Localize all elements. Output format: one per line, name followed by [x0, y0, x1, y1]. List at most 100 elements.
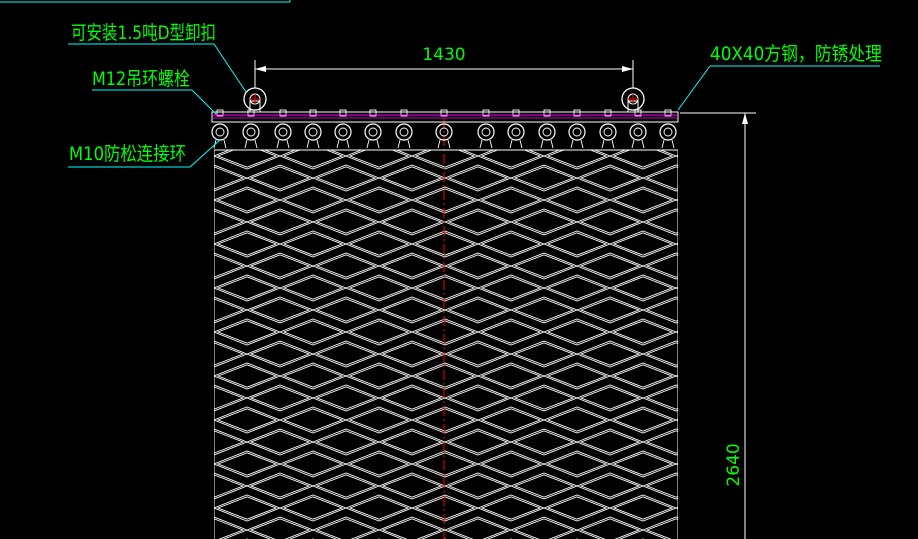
mesh-diamond	[344, 318, 414, 346]
mesh-diamond	[414, 232, 476, 256]
mesh-diamond	[410, 406, 480, 434]
mesh-diamond	[480, 232, 542, 256]
mesh-diamond	[282, 320, 344, 344]
mesh-diamond	[216, 408, 278, 432]
mesh-diamond	[645, 430, 678, 454]
mesh-diamond	[509, 296, 579, 324]
connection-ring	[304, 109, 322, 149]
mesh-diamond	[742, 363, 808, 389]
mesh-diamond	[282, 150, 344, 168]
mesh-diamond	[249, 254, 311, 278]
mesh-diamond	[476, 274, 546, 302]
mesh-diamond	[645, 166, 678, 190]
mesh-diamond	[216, 188, 278, 212]
leader-ring	[68, 139, 221, 168]
mesh-diamond	[509, 472, 579, 500]
mesh-diamond	[348, 452, 410, 476]
mesh-diamond	[245, 384, 315, 412]
mesh-diamond	[381, 166, 443, 190]
mesh-diamond	[709, 297, 775, 323]
mesh-diamond	[742, 319, 808, 345]
mesh-diamond	[680, 145, 738, 167]
mesh-diamond	[612, 496, 674, 520]
mesh-diamond	[542, 362, 612, 390]
dimension-width	[254, 60, 634, 88]
mesh-diamond	[311, 472, 381, 500]
mesh-diamond	[680, 365, 738, 387]
mesh-diamond	[608, 406, 678, 434]
mesh-diamond	[542, 318, 612, 346]
mesh-diamond	[645, 254, 678, 278]
mesh-diamond	[443, 340, 513, 368]
mesh-diamond	[742, 275, 808, 301]
mesh-diamond	[344, 274, 414, 302]
mesh-diamond	[542, 230, 612, 258]
mesh-diamond	[546, 452, 608, 476]
mesh-diamond	[447, 474, 509, 498]
mesh-diamond	[381, 298, 443, 322]
mesh-diamond	[348, 150, 410, 168]
mesh-diamond	[344, 406, 414, 434]
mesh-diamond	[410, 362, 480, 390]
mesh-diamond	[509, 428, 579, 456]
mesh-diamond	[612, 408, 674, 432]
mesh-diamond	[608, 362, 678, 390]
mesh-diamond	[709, 165, 775, 191]
mesh-diamond	[612, 276, 674, 300]
mesh-diamond	[746, 145, 804, 167]
connection-ring	[538, 109, 556, 149]
mesh-diamond	[480, 150, 542, 168]
mesh-diamond	[476, 318, 546, 346]
mesh-diamond	[282, 408, 344, 432]
mesh-diamond	[381, 386, 443, 410]
leader-shackle	[68, 43, 247, 93]
mesh-diamond	[249, 518, 311, 539]
mesh-diamond	[476, 150, 546, 170]
mesh-diamond	[645, 518, 678, 539]
mesh-diamond	[713, 519, 771, 539]
connection-ring	[334, 109, 352, 149]
mesh-diamond	[579, 298, 641, 322]
mesh-diamond	[579, 518, 641, 539]
mesh-diamond	[674, 198, 678, 202]
mesh-diamond	[742, 451, 808, 477]
mesh-diamond	[249, 166, 311, 190]
mesh-diamond	[476, 406, 546, 434]
mesh-diamond	[214, 406, 282, 434]
dimension-height	[680, 112, 756, 539]
mesh-diamond	[513, 430, 575, 454]
mesh-diamond	[713, 387, 771, 409]
mesh-diamond	[480, 408, 542, 432]
mesh-diamond	[282, 276, 344, 300]
mesh-diamond	[713, 299, 771, 321]
mesh-diamond	[214, 494, 282, 522]
mesh-diamond	[410, 230, 480, 258]
mesh-diamond	[709, 385, 775, 411]
mesh-diamond	[344, 362, 414, 390]
mesh-diamond	[311, 164, 381, 192]
mesh-diamond	[152, 453, 210, 475]
connection-ring	[659, 109, 677, 149]
mesh-diamond	[575, 384, 645, 412]
mesh-diamond	[746, 277, 804, 299]
dimension-height-text: 2640	[724, 443, 744, 486]
mesh-diamond	[509, 340, 579, 368]
mesh-diamond	[674, 242, 678, 246]
mesh-diamond	[214, 150, 282, 170]
mesh-diamond	[245, 472, 315, 500]
mesh-diamond	[278, 406, 348, 434]
mesh-diamond	[641, 252, 678, 280]
mesh-diamond	[214, 386, 245, 410]
mesh-diamond	[344, 230, 414, 258]
mesh-diamond	[443, 296, 513, 324]
mesh-diamond	[214, 507, 216, 509]
mesh-diamond	[377, 428, 447, 456]
mesh-diamond	[542, 186, 612, 214]
mesh-diamond	[680, 409, 738, 431]
connection-ring	[435, 109, 453, 149]
mesh-diamond	[612, 150, 674, 168]
mesh-diamond	[348, 232, 410, 256]
mesh-diamond	[579, 342, 641, 366]
mesh-diamond	[377, 472, 447, 500]
mesh-diamond	[214, 518, 245, 539]
